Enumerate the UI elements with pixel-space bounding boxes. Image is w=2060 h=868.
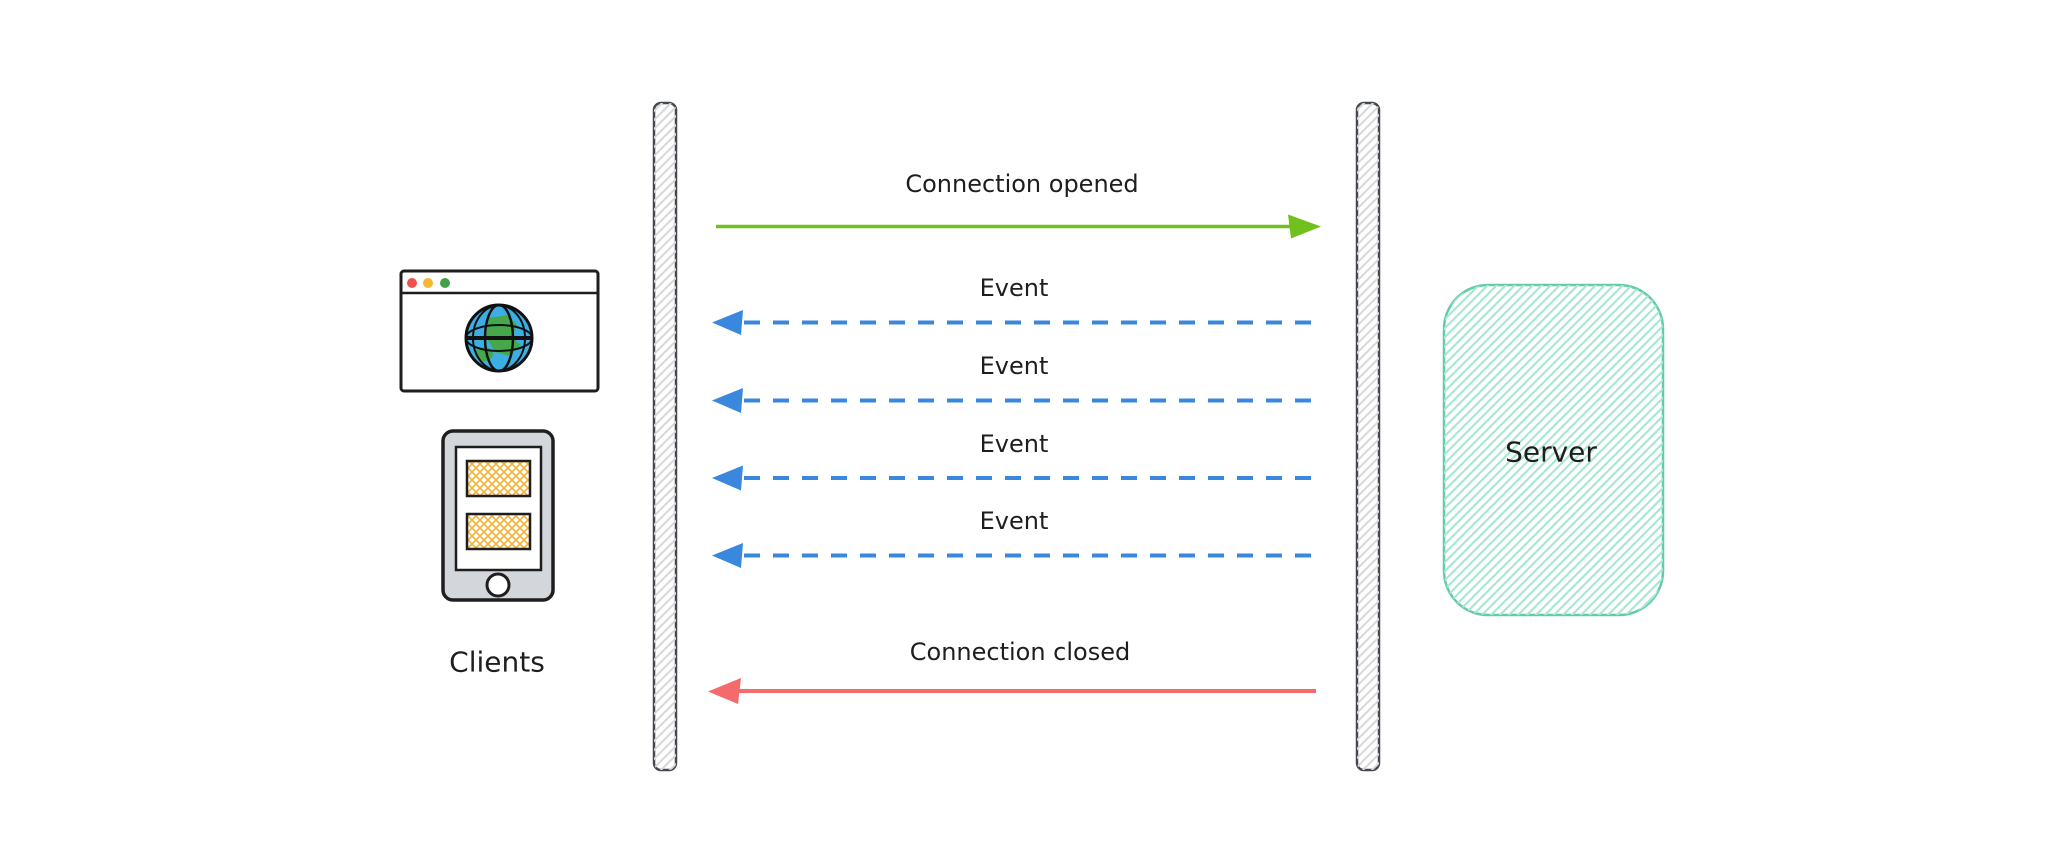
window-dot-green (440, 278, 450, 288)
arrow-event-4 (712, 543, 1321, 568)
arrow-event-1 (712, 310, 1321, 335)
server-lifeline (1355, 101, 1381, 772)
phone-card (465, 459, 532, 498)
window-dot-yellow (423, 278, 433, 288)
phone-card (465, 512, 532, 551)
arrow-connection-opened (716, 214, 1321, 239)
window-dot-red (407, 278, 417, 288)
arrow-connection-closed (708, 678, 1316, 704)
arrow-event-2 (712, 388, 1321, 413)
client-lifeline (652, 101, 678, 772)
arrow-event-3 (712, 465, 1321, 491)
browser-window-icon (399, 269, 600, 393)
server-box (1442, 283, 1665, 617)
phone-home-button (485, 572, 511, 598)
mobile-phone-icon (441, 429, 555, 602)
globe-icon (464, 303, 534, 373)
